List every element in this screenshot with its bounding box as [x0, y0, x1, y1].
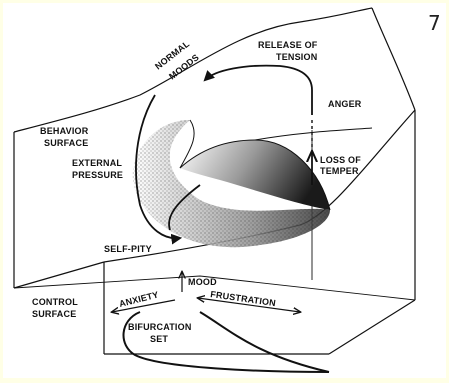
- figure-number: 7: [428, 11, 441, 35]
- label-loss-2: TEMPER: [320, 166, 359, 176]
- label-mood: MOOD: [188, 277, 217, 287]
- label-control-2: SURFACE: [32, 309, 76, 319]
- label-frustration: FRUSTRATION: [210, 289, 277, 308]
- label-release-2: TENSION: [276, 52, 317, 62]
- label-self-pity: SELF-PITY: [104, 244, 152, 254]
- label-release-1: RELEASE OF: [258, 40, 318, 50]
- label-loss-1: LOSS OF: [320, 155, 361, 165]
- label-behavior-1: BEHAVIOR: [40, 126, 89, 136]
- label-external-2: PRESSURE: [72, 170, 123, 180]
- label-anger: ANGER: [328, 99, 362, 109]
- label-anxiety: ANXIETY: [118, 289, 160, 308]
- label-bifurcation-2: SET: [150, 334, 168, 344]
- label-behavior-2: SURFACE: [44, 138, 88, 148]
- label-control-1: CONTROL: [32, 297, 78, 307]
- label-bifurcation-1: BIFURCATION: [128, 322, 192, 332]
- label-external-1: EXTERNAL: [72, 158, 122, 168]
